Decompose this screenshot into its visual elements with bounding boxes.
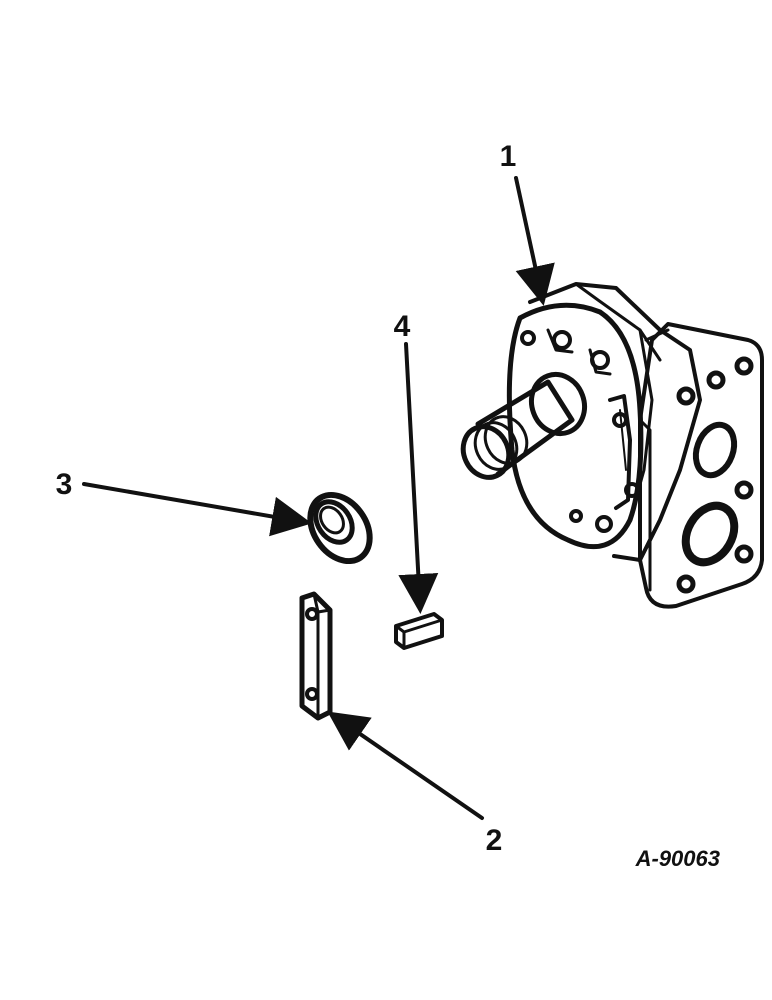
leader-arrow-1 xyxy=(514,176,555,306)
callout-4: 4 xyxy=(394,310,411,343)
retaining-strap xyxy=(299,591,333,721)
cover-bolt-bosses xyxy=(520,328,640,533)
leader-arrow-3 xyxy=(82,482,312,537)
callout-2: 2 xyxy=(486,824,503,857)
reference-code: A-90063 xyxy=(635,846,720,871)
callout-1: 1 xyxy=(500,140,517,173)
shaft-seal xyxy=(307,491,373,565)
leader-arrow-2 xyxy=(327,711,484,820)
leader-arrow-4 xyxy=(398,342,439,614)
leader-arrows xyxy=(82,176,555,820)
callout-3: 3 xyxy=(56,468,73,501)
shaft-key xyxy=(394,612,444,650)
pump-assembly xyxy=(460,282,764,609)
